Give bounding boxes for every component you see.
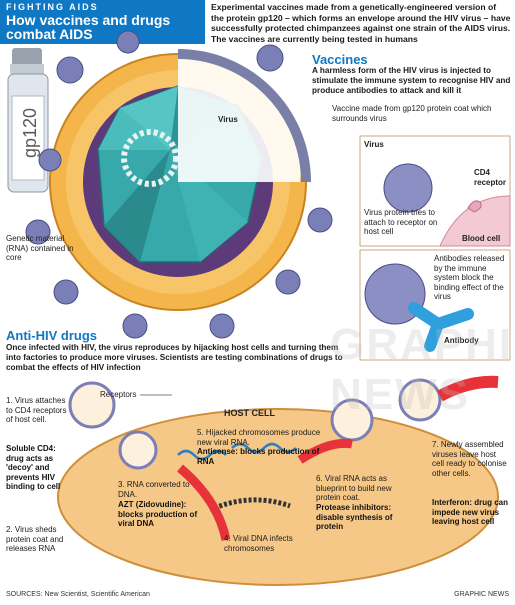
genetic-label: Genetic material (RNA) contained in core: [6, 234, 74, 262]
kicker: FIGHTING AIDS: [6, 2, 99, 12]
page-title: How vaccines and drugs combat AIDS: [6, 12, 171, 42]
anti-hiv-heading: Anti-HIV drugs: [6, 328, 97, 343]
step3-drug: AZT (Zidovudine): blocks production of v…: [118, 500, 198, 528]
step1-text: 1. Virus attaches to CD4 receptors of ho…: [6, 396, 67, 424]
virus-spikes: [25, 30, 333, 339]
chromosome-dna-icon: [208, 497, 291, 513]
protein-text: Virus protein tries to attach to recepto…: [364, 208, 438, 236]
step1-drug: Soluble CD4: drug acts as 'decoy' and pr…: [6, 444, 61, 491]
vial-label: gp120: [20, 108, 40, 158]
arrow-icon: [177, 464, 231, 541]
step5-text: 5. Hijacked chromosomes produce new vira…: [197, 428, 321, 447]
vaccine-note: Vaccine made from gp120 protein coat whi…: [332, 104, 492, 123]
step3-text: 3. RNA converted to DNA.: [118, 480, 190, 499]
vial-icon: [7, 48, 49, 193]
exit-arrow-icon: [437, 375, 499, 402]
rna-strand-icon: [177, 449, 227, 461]
host-cell-label: HOST CELL: [224, 408, 276, 418]
antibody-text: Antibodies released by the immune system…: [434, 254, 505, 301]
vaccines-text: A harmless form of the HIV virus is inje…: [312, 66, 511, 95]
arrow-icon: [297, 438, 353, 464]
inset-virus-icon: [383, 163, 433, 213]
step5-drug: Antisense: blocks production of RNA: [197, 447, 320, 466]
inset-virus-label: Virus: [364, 140, 384, 149]
viral-rna-icon: [231, 442, 297, 454]
step4-text: 4. Viral DNA infects chromosomes: [224, 534, 293, 553]
step2-text: 2. Virus sheds protein coat and releases…: [6, 525, 64, 553]
virus-diagram: [49, 49, 311, 311]
step1-virus-icon: [68, 381, 116, 429]
receptors-label: Receptors: [100, 390, 136, 399]
step6-drug: Protease inhibitors: disable synthesis o…: [316, 503, 393, 531]
antibody-label: Antibody: [444, 336, 479, 345]
credit: GRAPHIC NEWS: [454, 591, 509, 598]
host-cell: [57, 408, 499, 586]
watermark: GRAPHIC NEWS: [330, 320, 515, 419]
virus-label: Virus: [218, 115, 238, 124]
cd4-receptor-icon: [467, 200, 482, 213]
step7-drug: Interferon: drug can impede new virus le…: [432, 498, 509, 526]
antibody-icon: [408, 302, 474, 352]
cd4-label: CD4 receptor: [474, 168, 507, 187]
step7-virus-icon: [398, 378, 442, 422]
anti-hiv-text: Once infected with HIV, the virus reprod…: [6, 343, 343, 372]
step7-text: 7. Newly assembled viruses leave host ce…: [432, 440, 507, 478]
blood-cell-label: Blood cell: [462, 234, 501, 243]
intro-text: Experimental vaccines made from a geneti…: [211, 2, 511, 44]
step2-virus-icon: [118, 430, 158, 470]
step6-text: 6. Viral RNA acts as blueprint to build …: [316, 474, 392, 502]
vaccines-heading: Vaccines: [312, 52, 368, 67]
header-banner: [0, 0, 205, 44]
sources: SOURCES: New Scientist, Scientific Ameri…: [6, 591, 150, 598]
